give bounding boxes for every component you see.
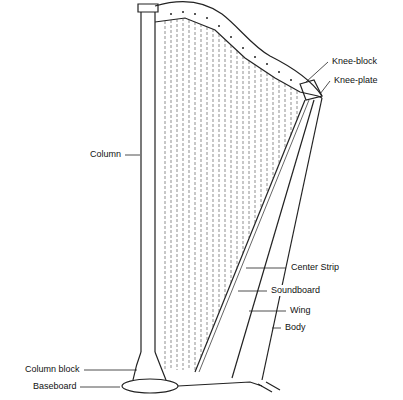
harp-strings (165, 18, 297, 370)
leader-line (249, 311, 286, 312)
leader-lines (80, 62, 330, 387)
part-label: Column (89, 149, 122, 160)
wing-line (232, 100, 314, 378)
part-label: Knee-block (331, 56, 378, 67)
part-label: Center Strip (290, 262, 340, 273)
part-label: Baseboard (32, 381, 78, 392)
body-outline (318, 96, 322, 98)
harp-frame (122, 2, 322, 393)
part-label: Knee-plate (333, 75, 379, 86)
knee-block-shape (300, 80, 322, 100)
tuning-pins (170, 11, 292, 81)
part-label: Soundboard (270, 285, 321, 296)
column-capital (138, 4, 158, 12)
leader-line (246, 268, 286, 269)
harp-neck (155, 18, 318, 96)
leader-line (125, 155, 140, 156)
baseboard-shape (122, 379, 178, 393)
leader-line (306, 62, 328, 82)
leader-line (272, 328, 281, 329)
part-label: Wing (289, 305, 312, 316)
leader-line (320, 81, 330, 94)
leader-line (238, 291, 267, 292)
leader-line (84, 370, 137, 371)
base-rail (178, 382, 262, 386)
column-block (133, 352, 166, 380)
leader-line (80, 387, 120, 388)
harp-column (141, 12, 155, 352)
part-label: Body (284, 322, 307, 333)
body-outline (262, 98, 322, 380)
harp-neck (155, 2, 322, 96)
part-label: Column block (24, 364, 81, 375)
pedal-rod (258, 382, 280, 392)
